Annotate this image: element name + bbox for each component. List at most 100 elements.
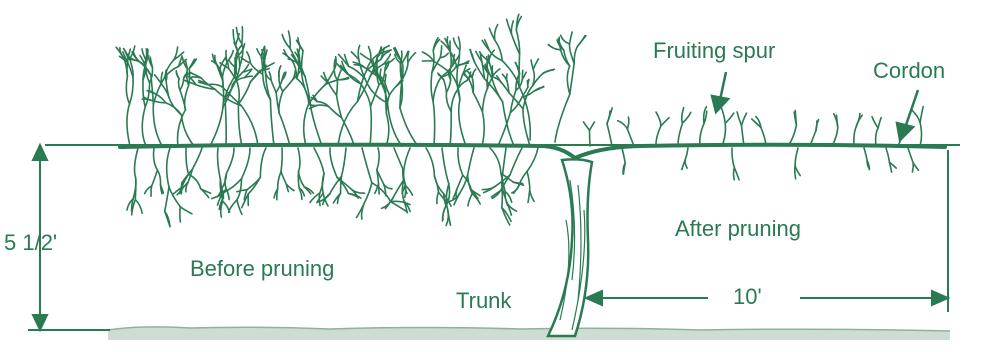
- vine-branch: [795, 166, 800, 176]
- vine-branch: [242, 27, 243, 44]
- vine-branch: [530, 190, 534, 201]
- vine-branch: [878, 118, 881, 128]
- vine-branch: [330, 148, 337, 177]
- vine-branch: [908, 148, 913, 163]
- vine-branch: [386, 114, 389, 147]
- vine-branch: [535, 87, 544, 91]
- fruiting-spur-arrow: [712, 72, 728, 112]
- vine-branch: [279, 113, 290, 146]
- vine-branch: [574, 46, 577, 63]
- vine-branch: [426, 148, 434, 176]
- vine-branch: [459, 100, 466, 146]
- vine-branch: [317, 105, 329, 106]
- vine-branch: [872, 117, 878, 128]
- vine-branch: [446, 92, 451, 111]
- vine-branch: [490, 148, 501, 173]
- vine-branch: [242, 106, 259, 146]
- vine-branch: [912, 110, 921, 123]
- vine-branch: [446, 80, 450, 92]
- vine-branch: [310, 102, 322, 146]
- vine-branch: [279, 67, 280, 76]
- ground: [108, 327, 950, 340]
- vine-branch: [180, 207, 192, 214]
- vine-branch: [218, 148, 221, 180]
- vine-branch: [555, 94, 570, 142]
- vine-branch: [338, 193, 341, 203]
- vine-branch: [229, 200, 238, 212]
- vine-branch: [468, 194, 472, 206]
- vine-branch: [856, 113, 860, 126]
- vine-branch: [330, 176, 342, 194]
- vine-branch: [734, 168, 739, 180]
- vine-branch: [443, 206, 446, 220]
- vine-branch: [379, 184, 380, 194]
- height-label: 5 1/2': [4, 232, 57, 254]
- vine-branch: [510, 148, 522, 175]
- vine-branch: [607, 124, 612, 146]
- vine-branch: [261, 57, 263, 74]
- vine-branch: [358, 46, 359, 60]
- vine-branch: [135, 200, 142, 214]
- vine-branch: [377, 148, 379, 170]
- vine-branch: [472, 69, 476, 77]
- vine-branch: [527, 148, 538, 171]
- vine-branch: [503, 102, 514, 146]
- vine-branch: [442, 148, 449, 184]
- vine-branch: [314, 148, 324, 173]
- vine-branch: [795, 166, 796, 179]
- vine-branch: [152, 170, 158, 186]
- vine-branch: [277, 189, 278, 200]
- vine-branch: [816, 121, 817, 131]
- cordon-arm: [120, 145, 945, 158]
- vine-branch: [876, 128, 878, 146]
- vine-branch: [737, 112, 741, 126]
- after-pruning-label: After pruning: [675, 218, 801, 240]
- vine-branch: [342, 148, 347, 176]
- fruiting-spur-label: Fruiting spur: [653, 40, 775, 62]
- vine-branch: [678, 123, 683, 146]
- vine-branch: [433, 77, 441, 101]
- vine-branch: [179, 79, 180, 90]
- vine-branch: [337, 64, 347, 73]
- vine-branch: [242, 148, 251, 179]
- vine-branch: [143, 80, 145, 107]
- vine-branch: [920, 107, 923, 123]
- vine-branch: [278, 172, 281, 189]
- vine-branch: [700, 124, 704, 147]
- vine-branch: [656, 112, 661, 126]
- vine-branch: [422, 52, 433, 61]
- vine-branch: [176, 72, 179, 79]
- before-pruning-canes: [116, 14, 586, 226]
- vine-branch: [578, 36, 585, 47]
- vine-branch: [186, 148, 189, 174]
- vine-branch: [437, 192, 439, 203]
- vine-branch: [328, 83, 336, 96]
- vine-branch: [298, 172, 299, 189]
- vine-branch: [145, 83, 149, 107]
- vine-branch: [854, 127, 856, 146]
- vine-branch: [130, 77, 134, 104]
- vine-branch: [298, 148, 300, 172]
- vine-branch: [569, 44, 574, 64]
- vine-branch: [732, 148, 734, 168]
- vine-branch: [385, 74, 386, 82]
- vine-branch: [342, 118, 354, 146]
- vine-branch: [191, 77, 202, 78]
- vine-branch: [238, 82, 250, 105]
- vine-branch: [458, 148, 463, 175]
- vine-branch: [433, 38, 438, 51]
- vine-branch: [507, 74, 508, 81]
- vine-branch: [341, 176, 342, 193]
- vine-branch: [335, 72, 338, 80]
- vine-branch: [271, 80, 276, 93]
- vine-branch: [584, 122, 590, 130]
- vine-branch: [370, 107, 371, 147]
- vine-branch: [519, 54, 520, 86]
- vine-branch: [463, 74, 469, 80]
- vine-branch: [622, 148, 625, 163]
- vine-branch: [394, 148, 403, 169]
- vine-branch: [229, 61, 235, 67]
- vine-branch: [722, 123, 725, 146]
- vine-branch: [561, 35, 570, 44]
